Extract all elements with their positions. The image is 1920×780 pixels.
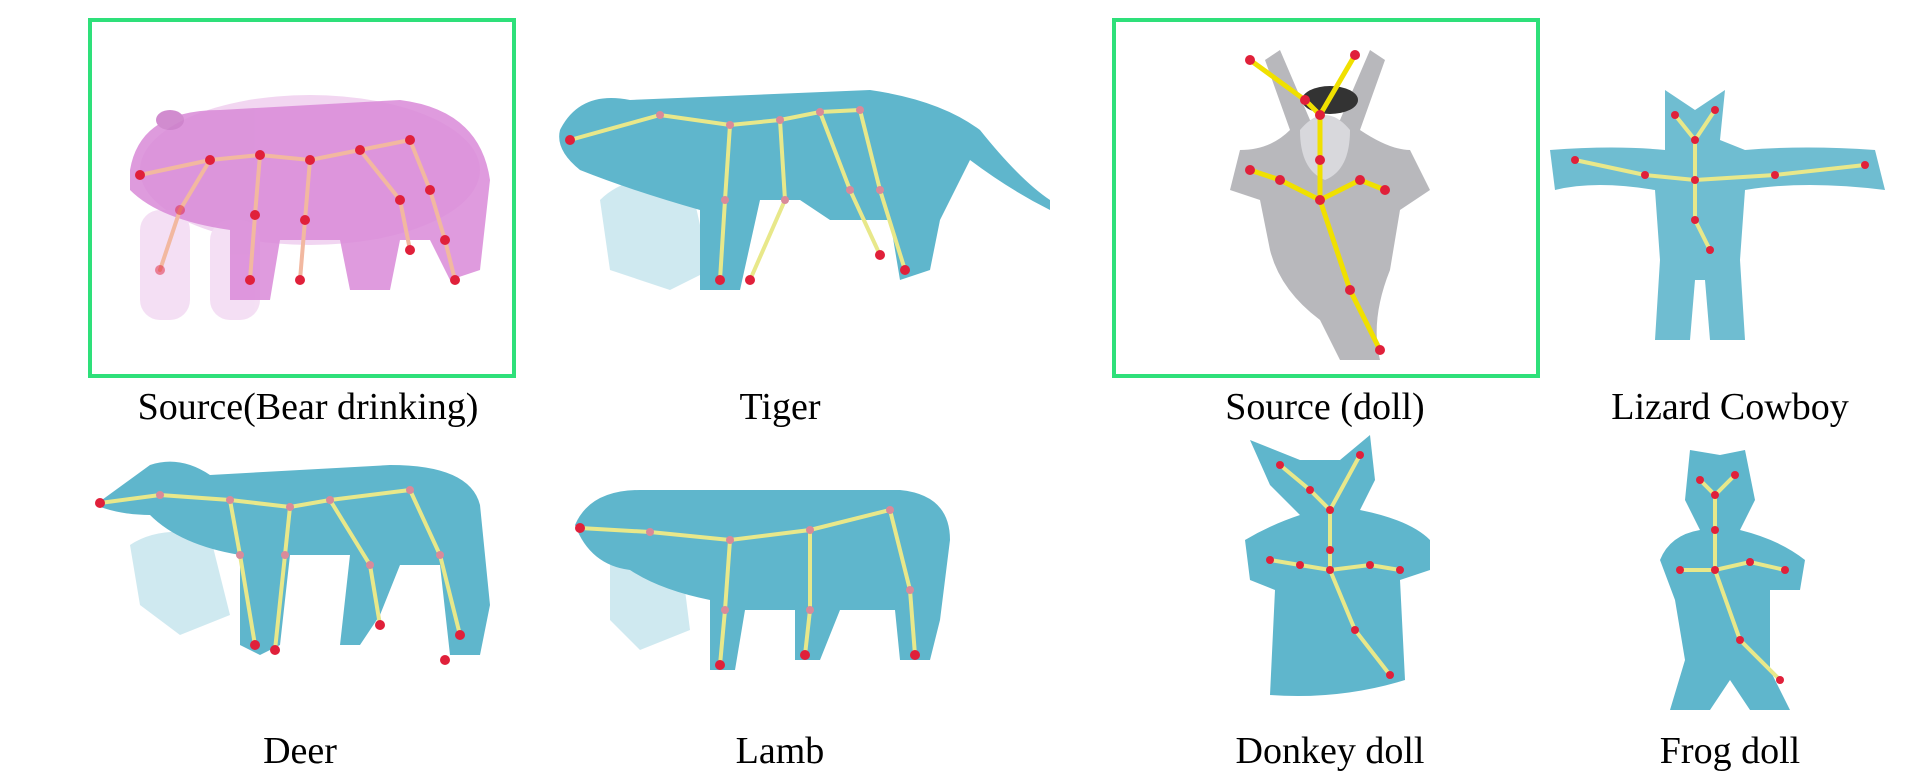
tiger-mesh-illustration (559, 90, 1050, 290)
deer-mesh-illustration (95, 461, 490, 665)
frog-figure (1640, 440, 1820, 720)
bear-figure (100, 40, 520, 340)
caption-lamb: Lamb (735, 730, 825, 772)
tiger-figure (550, 70, 1070, 330)
lamb-figure (570, 470, 990, 700)
source-highlight-frame-bear (88, 18, 516, 378)
caption-doll: Source (doll) (1225, 386, 1425, 428)
frog-mesh-illustration (1660, 450, 1805, 710)
caption-bear: Source(Bear drinking) (137, 386, 479, 428)
caption-donkey: Donkey doll (1235, 730, 1425, 772)
deer-figure (90, 445, 540, 705)
caption-lizard: Lizard Cowboy (1611, 386, 1849, 428)
caption-tiger: Tiger (739, 386, 821, 428)
donkey-figure (1230, 430, 1450, 715)
caption-deer: Deer (263, 730, 337, 772)
doll-figure (1220, 30, 1440, 370)
source-highlight-frame-doll (1112, 18, 1540, 378)
lizard-mesh-illustration (1550, 90, 1885, 340)
doll-photo-illustration (1230, 50, 1430, 360)
lizard-figure (1545, 80, 1905, 360)
donkey-mesh-illustration (1245, 435, 1430, 696)
lamb-mesh-illustration (575, 490, 950, 670)
bear-mesh-illustration (130, 95, 490, 320)
caption-frog: Frog doll (1659, 730, 1801, 772)
